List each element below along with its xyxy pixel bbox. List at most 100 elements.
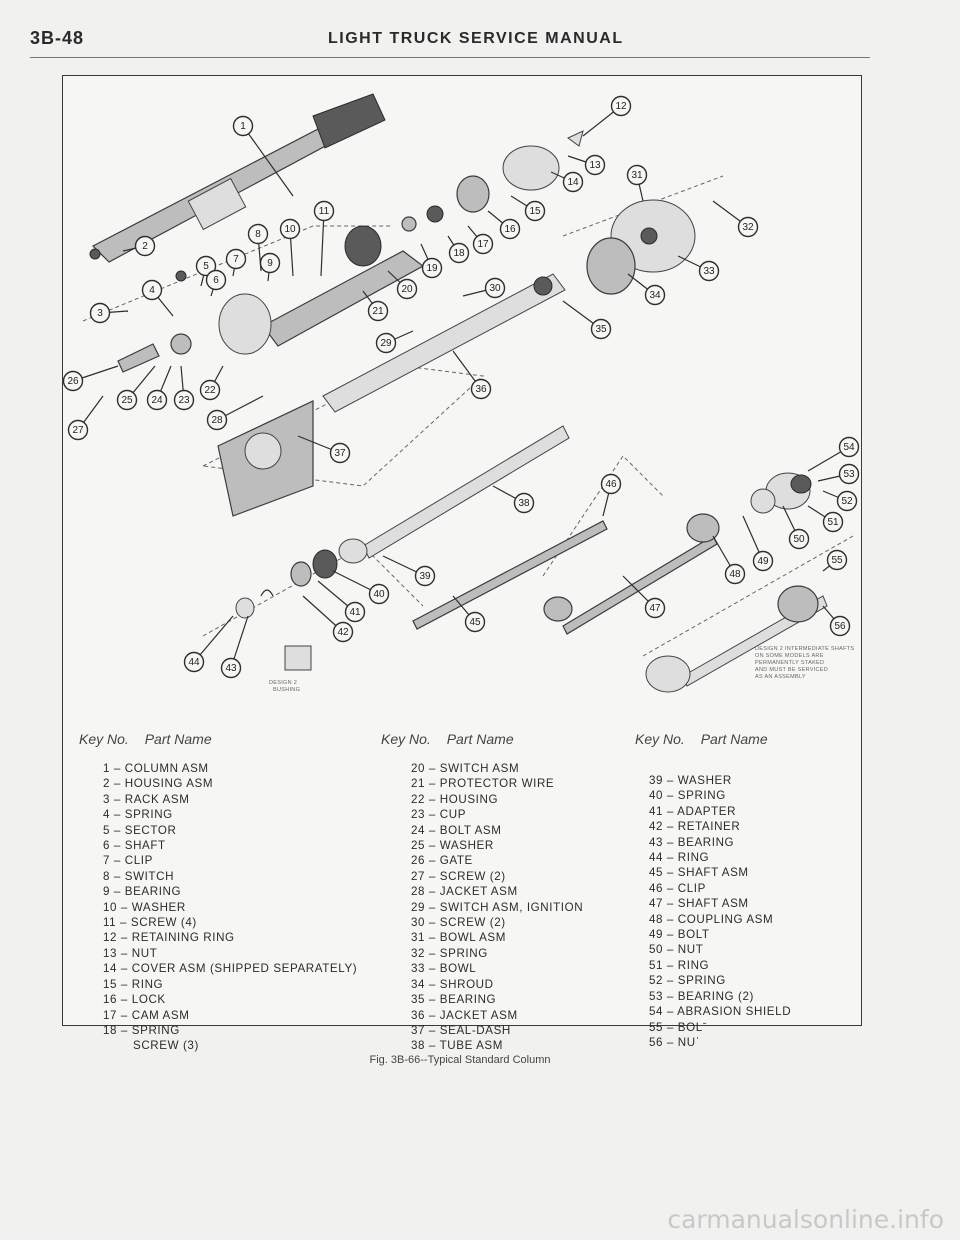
callout-55: 55 [822,549,848,572]
callout-circle [499,218,521,240]
callout-circle [116,389,138,411]
exploded-view-drawing: DESIGN 2 BUSHING DESIGN 2 INTERMEDIATE S… [63,93,860,693]
callout-31: 31 [626,164,648,202]
part-entry: 17 – CAM ASM [103,1008,190,1022]
callout-48: 48 [712,535,746,585]
callout-number: 45 [469,617,481,628]
callout-circle [329,442,351,464]
callout-circle [838,436,860,458]
callout-circle [836,490,858,512]
callout-circle [600,473,622,495]
callout-number: 3 [97,308,103,319]
part-entry: 1 – COLUMN ASM [103,762,209,775]
callout-circle [788,528,810,550]
callout-number: 50 [793,534,805,545]
callout-number: 22 [204,385,216,396]
callout-circle [344,601,366,623]
bushing-note: BUSHING [273,687,300,693]
callout-circle [826,549,848,571]
part-entry: 41 – ADAPTER [649,804,737,818]
callout-circle [367,300,389,322]
callout-number: 23 [178,395,190,406]
part-entry: 18 – SPRING [103,1023,180,1037]
part-entry: 25 – WASHER [411,839,494,853]
callout-circle [513,492,535,514]
part-entry: 15 – RING [103,977,164,991]
callout-number: 32 [742,222,754,233]
callout-50: 50 [782,505,810,550]
callout-number: 48 [729,569,741,580]
part-entry: 47 – SHAFT ASM [649,897,749,911]
part-entry: 5 – SECTOR [103,823,177,837]
part-entry: 26 – GATE [411,854,473,868]
callout-leader [242,125,294,197]
callout-number: 46 [605,479,617,490]
callout-number: 18 [453,248,465,259]
part-entry: 11 – SCREW (4) [103,916,197,930]
page-number: 3B-48 [30,28,85,48]
callout-circle [472,233,494,255]
part-entry: 46 – CLIP [649,881,706,895]
part-entry: 51 – RING [649,958,710,972]
column-assembly-part [89,93,386,263]
design-note: PERMANENTLY STAKED [755,660,824,666]
callout-7: 7 [225,248,247,277]
tube-and-shaft-group [362,425,828,693]
callout-21: 21 [362,290,389,322]
callout-44: 44 [183,615,234,673]
callout-29: 29 [375,330,414,354]
callout-54: 54 [807,436,860,472]
callout-circle [610,95,632,117]
callout-circle [89,302,111,324]
spring-washer-group [235,538,368,671]
callout-1: 1 [232,115,294,197]
callout-41: 41 [317,580,366,623]
callout-number: 40 [373,589,385,600]
callout-56: 56 [822,605,851,637]
callout-circle [524,200,546,222]
part-entry: 8 – SWITCH [103,869,175,883]
part-entry: 43 – BEARING [649,835,735,849]
callout-circle [464,611,486,633]
part-entry: 53 – BEARING (2) [649,989,754,1003]
design-note: AS AN ASSEMBLY [755,674,806,680]
part-entry: 32 – SPRING [411,946,488,960]
part-entry: 48 – COUPLING ASM [649,912,774,926]
callout-12: 12 [582,95,632,137]
callout-circle [368,583,390,605]
callout-circle [644,597,666,619]
callout-circle [225,248,247,270]
callout-circle [141,279,163,301]
callout-38: 38 [492,485,535,514]
part-entry: 38 – TUBE ASM [411,1039,504,1053]
bowl-shroud-group [586,199,696,295]
part-entry: 34 – SHROUD [411,977,494,991]
part-entry: 28 – JACKET ASM [411,885,518,899]
part-entry: 13 – NUT [103,946,158,960]
callout-circle [396,278,418,300]
part-entry: 37 – SEAL-DASH [411,1023,511,1037]
callout-circle [206,409,228,431]
callout-45: 45 [452,595,486,633]
callout-number: 55 [831,555,843,566]
part-entry: 27 – SCREW (2) [411,869,506,883]
part-entry: 29 – SWITCH ASM, IGNITION [411,900,584,914]
key-no-header: Key No. [635,731,685,747]
callout-10: 10 [279,218,301,277]
callout-circle [195,255,217,277]
guide-line [642,535,854,657]
callout-47: 47 [622,575,666,619]
callout-number: 12 [615,101,627,112]
callout-number: 44 [188,657,200,668]
callout-circle [375,332,397,354]
part-name-header: Part Name [446,731,514,747]
callout-39: 39 [382,555,436,587]
column-header: Key No. Part Name [381,731,583,747]
callout-18: 18 [447,235,470,264]
design-note: DESIGN 2 INTERMEDIATE SHAFTS [755,646,854,652]
lock-housing-group [401,130,584,232]
part-entry: 54 – ABRASION SHIELD [649,1005,792,1019]
callout-number: 1 [240,121,246,132]
part-entry: 45 – SHAFT ASM [649,866,749,880]
